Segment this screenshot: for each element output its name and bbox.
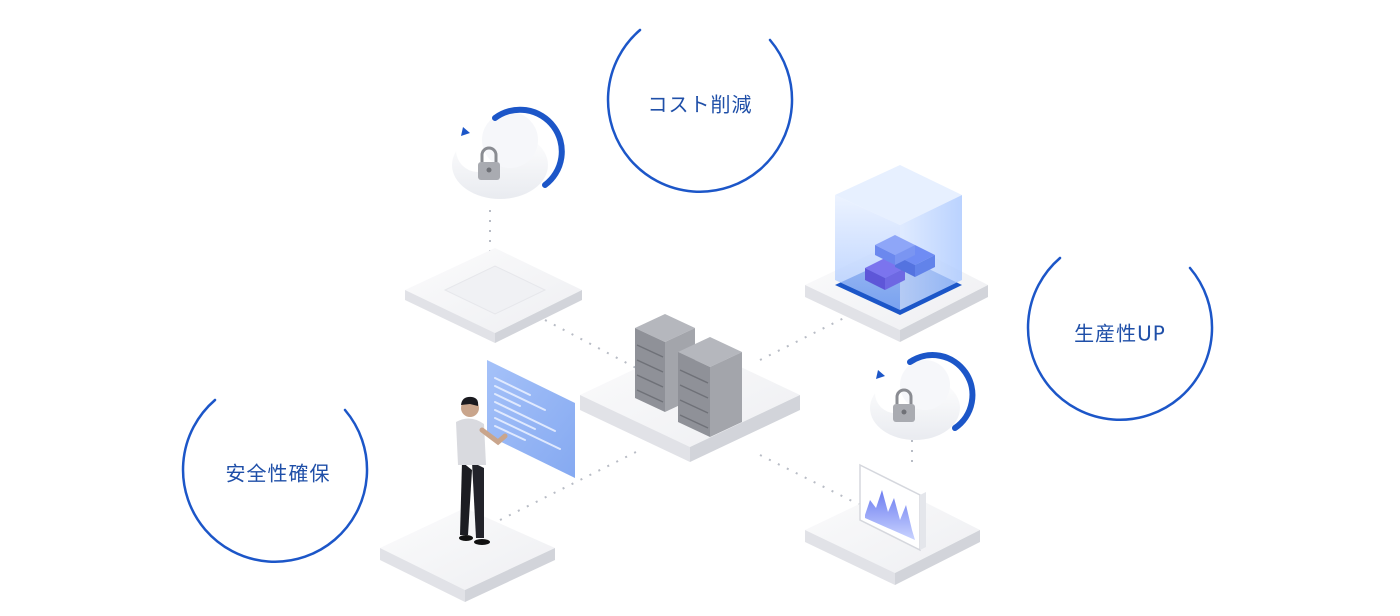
glass-cube [835,165,962,310]
lock-icon [478,146,500,180]
person [456,396,508,545]
cloud-lock-right [870,352,976,440]
label-cost: コスト削減 [647,92,753,117]
benefit-circle-productivity [1026,256,1214,421]
platform-bottom-left [380,508,555,602]
connection-lines [489,210,913,521]
benefit-circle-security [181,398,369,563]
label-productivity: 生産性UP [1074,321,1166,346]
cloud-lock-top-left [452,106,565,199]
platform-top-left [405,248,582,343]
lock-icon [893,388,915,422]
server-rack-right [678,337,742,437]
code-screen [487,360,575,478]
chart-panel [859,463,926,552]
label-security: 安全性確保 [225,461,331,486]
cube-blocks [865,235,935,290]
benefit-circle-cost [606,28,794,193]
